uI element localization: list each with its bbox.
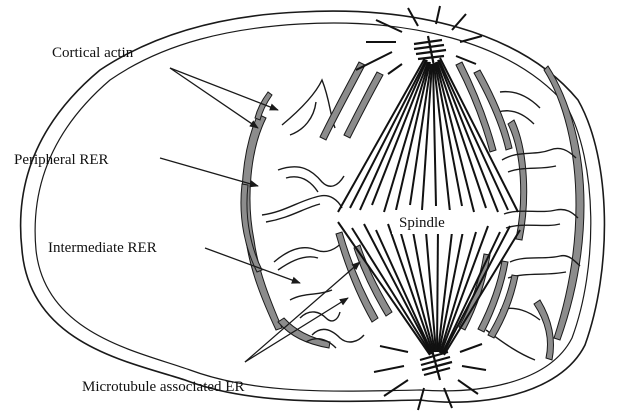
arrow-cortical-actin-1	[170, 68, 278, 110]
peripheral-rer-left	[241, 92, 330, 348]
label-peripheral-rer: Peripheral RER	[14, 152, 109, 168]
arrow-cortical-actin-2	[170, 68, 258, 128]
label-microtubule-er: Microtubule associated ER	[82, 379, 244, 395]
label-spindle: Spindle	[399, 215, 445, 231]
arrow-microtubule-er-1	[245, 298, 348, 362]
label-intermediate-rer: Intermediate RER	[48, 240, 157, 256]
lower-centrosome	[420, 350, 452, 380]
er-tubules-left	[262, 80, 364, 348]
label-cortical-actin: Cortical actin	[52, 45, 134, 61]
